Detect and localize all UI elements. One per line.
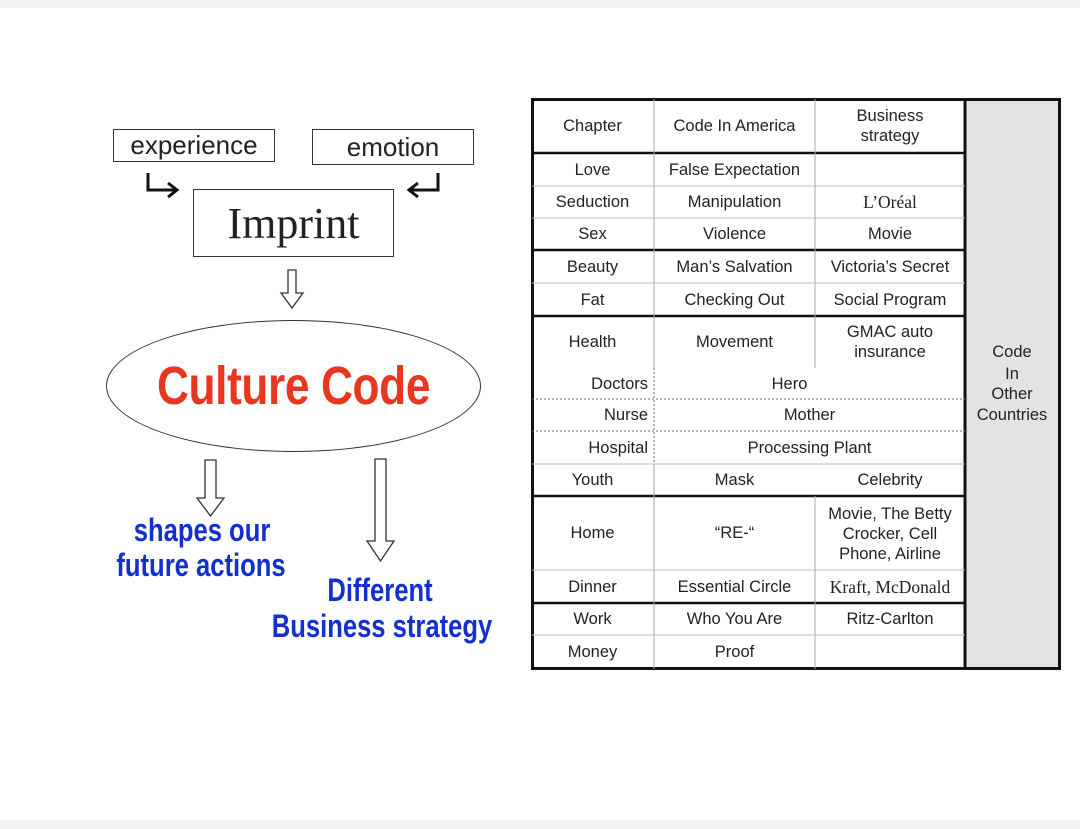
arrow-bent-left-icon [406, 173, 440, 199]
side-line1: Code [992, 343, 1032, 361]
arrow-down-shapes-icon [195, 459, 226, 518]
header-code: Code In America [673, 116, 796, 135]
row-work-code: Who You Are [686, 610, 783, 628]
row-sex-chapter: Sex [578, 225, 607, 243]
row-money-code: Proof [714, 642, 755, 661]
row-work-chapter: Work [573, 610, 612, 628]
row-seduction-chapter: Seduction [555, 193, 630, 211]
row-doctors-code: Hero [771, 374, 808, 393]
imprint-label: Imprint [227, 198, 360, 248]
row-hospital-chapter: Hospital [588, 438, 648, 457]
row-home-strategy-line3: Phone, Airline [839, 545, 941, 563]
culture-code-label: Culture Code [156, 356, 431, 416]
row-home-strategy-line2: Crocker, Cell [842, 525, 938, 543]
row-love-chapter: Love [574, 160, 611, 179]
row-home-chapter: Home [570, 524, 615, 542]
experience-box: experience [113, 129, 275, 162]
row-seduction-code: Manipulation [687, 193, 782, 211]
row-sex-strategy: Movie [867, 225, 912, 243]
row-health-chapter: Health [568, 333, 617, 351]
row-youth-strategy: Celebrity [857, 471, 923, 489]
row-nurse-chapter: Nurse [603, 406, 648, 424]
row-money-chapter: Money [567, 642, 618, 661]
row-dinner-strategy: Kraft, McDonald [829, 576, 951, 597]
row-fat-strategy: Social Program [833, 290, 947, 309]
arrow-down-strategy-icon [365, 458, 396, 563]
imprint-box: Imprint [193, 189, 394, 257]
row-health-code: Movement [695, 333, 774, 351]
shapes-text-line1: shapes our [133, 512, 271, 548]
different-text: Different [327, 572, 433, 608]
business-strategy-text: Business strategy [271, 608, 493, 644]
row-hospital-code: Processing Plant [747, 438, 872, 457]
row-nurse-code: Mother [783, 406, 836, 424]
row-beauty-chapter: Beauty [566, 257, 619, 276]
side-line3: Other [991, 385, 1033, 403]
row-youth-chapter: Youth [571, 471, 614, 489]
row-home-strategy-line1: Movie, The Betty [828, 505, 952, 523]
row-work-strategy: Ritz-Carlton [846, 610, 934, 628]
row-health-strategy-line1: GMAC auto [846, 323, 934, 341]
arrow-down-imprint-icon [279, 269, 305, 310]
row-dinner-chapter: Dinner [568, 577, 617, 596]
row-fat-chapter: Fat [580, 290, 605, 309]
row-dinner-code: Essential Circle [677, 577, 792, 596]
arrow-bent-right-icon [146, 173, 180, 199]
table-grid [531, 98, 1061, 670]
side-line2: In [1005, 365, 1019, 383]
row-seduction-strategy: L’Oréal [863, 192, 917, 212]
row-youth-code: Mask [714, 471, 755, 489]
side-line4: Countries [976, 406, 1048, 424]
row-sex-code: Violence [703, 225, 766, 243]
experience-label: experience [130, 130, 258, 160]
emotion-label: emotion [346, 131, 440, 162]
shapes-text-line2: future actions [116, 547, 286, 583]
header-strategy-line1: Business [856, 107, 924, 125]
culture-code-table: Chapter Code In America Business strateg… [531, 98, 1061, 670]
row-health-strategy-line2: insurance [854, 343, 926, 361]
header-chapter: Chapter [563, 116, 622, 135]
culture-code-ellipse: Culture Code [106, 320, 481, 452]
emotion-box: emotion [312, 129, 474, 165]
row-doctors-chapter: Doctors [591, 374, 648, 393]
header-strategy-line2: strategy [860, 127, 920, 145]
row-love-code: False Expectation [668, 160, 801, 179]
row-home-code: “RE-“ [714, 524, 755, 542]
row-beauty-strategy: Victoria’s Secret [830, 257, 950, 276]
row-beauty-code: Man’s Salvation [676, 257, 793, 276]
row-fat-code: Checking Out [684, 290, 785, 309]
